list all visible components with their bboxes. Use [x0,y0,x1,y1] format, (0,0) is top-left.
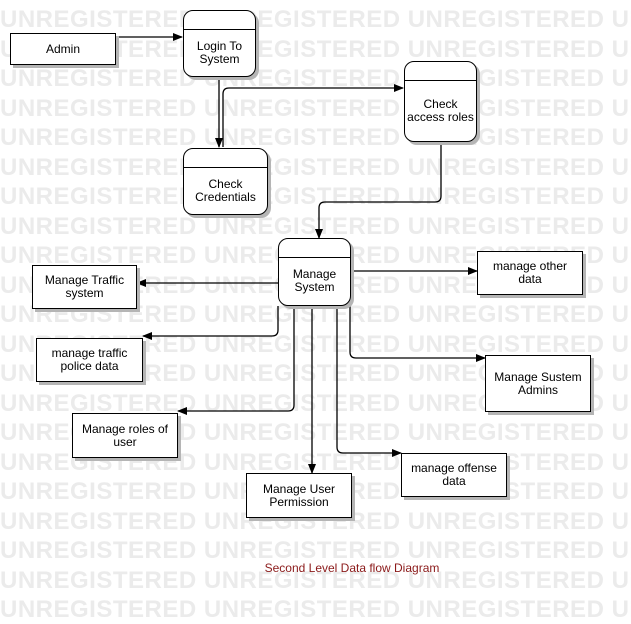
process-check-access-roles: Check access roles [404,61,477,142]
entity-label: Manage User Permission [262,481,336,509]
process-manage-system: Manage System [278,238,351,306]
watermark-text: UNREGISTERED UNREGISTERED UNREGISTERED U… [0,183,631,210]
flow-system-to-system-admins [349,306,486,362]
watermark-text: UNREGISTERED UNREGISTERED UNREGISTERED U… [0,94,631,122]
entity-label: manage traffic police data [51,346,128,373]
flow-access-roles-to-manage-system [315,142,442,239]
entity-label: manage other data [492,259,568,286]
entity-manage-roles-of-user: Manage roles of user [72,413,178,458]
flow-credentials-to-access-roles [222,84,404,147]
process-label: Manage System [292,267,337,294]
entity-label: Admin [45,41,80,56]
process-header-band [184,29,255,30]
process-header-band [405,80,476,81]
entity-manage-traffic-system: Manage Traffic system [32,265,137,309]
watermark-text: UNREGISTERED UNREGISTERED UNREGISTERED U… [0,124,631,151]
process-header-band [184,167,267,168]
watermark-text: UNREGISTERED UNREGISTERED UNREGISTERED U… [0,537,631,564]
diagram-caption: Second Level Data flow Diagram [264,561,440,575]
entity-label: Manage roles of user [81,421,169,449]
entity-manage-offense-data: manage offense data [401,453,507,497]
entity-label: Manage Traffic system [44,273,125,300]
watermark-text: UNREGISTERED UNREGISTERED UNREGISTERED U… [0,6,631,33]
flow-system-to-roles-of-user [177,306,295,415]
process-check-credentials: Check Credentials [183,148,268,215]
process-header-band [279,257,350,258]
entity-label: manage offense data [411,461,497,488]
entity-manage-other-data: manage other data [477,251,583,295]
watermark-text: UNREGISTERED UNREGISTERED UNREGISTERED U… [0,65,631,92]
entity-admin: Admin [10,33,116,65]
process-label: Check access roles [407,96,474,124]
entity-label: Manage Sustem Admins [494,369,582,397]
watermark-text: UNREGISTERED UNREGISTERED UNREGISTERED U… [0,566,631,594]
process-label: Login To System [196,38,243,66]
watermark-text: UNREGISTERED UNREGISTERED UNREGISTERED U… [0,153,631,181]
watermark-text: UNREGISTERED UNREGISTERED UNREGISTERED U… [0,596,631,623]
process-label: Check Credentials [195,176,256,204]
process-login-to-system: Login To System [183,10,256,77]
flow-system-to-offense-data [336,306,402,457]
entity-manage-system-admins: Manage Sustem Admins [485,355,591,412]
entity-manage-traffic-police-data: manage traffic police data [36,338,143,382]
entity-manage-user-permission: Manage User Permission [246,473,352,518]
flow-system-to-police-data [142,306,279,340]
